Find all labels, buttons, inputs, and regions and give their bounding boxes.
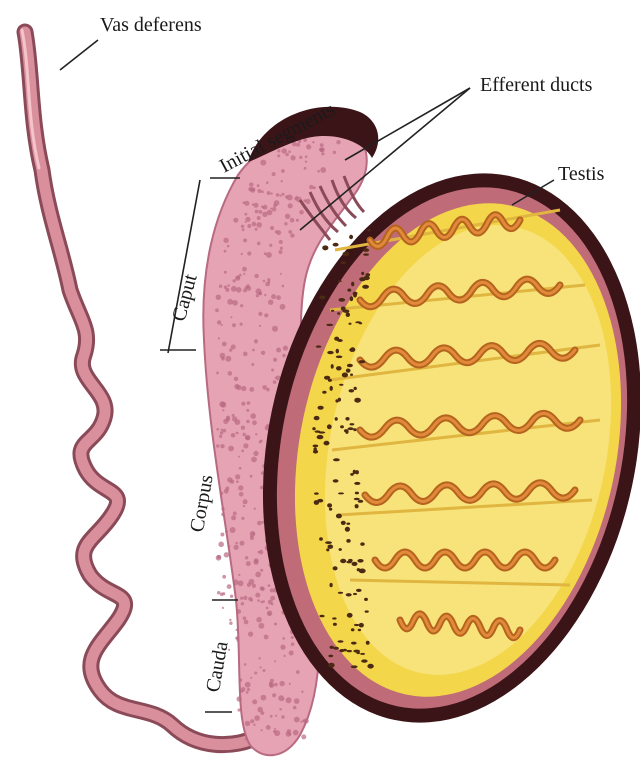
label-efferent-ducts: Efferent ducts (480, 74, 592, 97)
label-vas-deferens: Vas deferens (100, 14, 202, 37)
label-testis: Testis (558, 163, 604, 186)
